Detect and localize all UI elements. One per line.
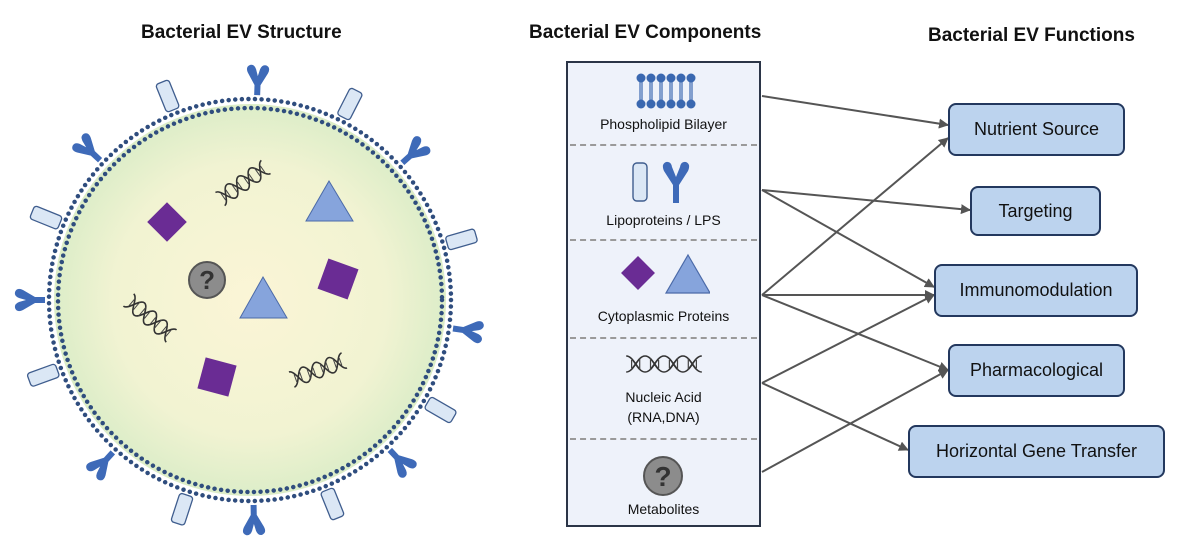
function-label: Pharmacological (969, 360, 1104, 380)
components-heading: Bacterial EV Components (529, 22, 762, 43)
function-box-targeting: Targeting (970, 186, 1101, 236)
function-box-immunomodulation: Immunomodulation (934, 264, 1138, 317)
phospholipid-bilayer-icon (636, 73, 696, 109)
question-mark-icon: ? (643, 456, 683, 496)
function-box-nutrient-source: Nutrient Source (948, 103, 1125, 156)
component-label-metabolites: Metabolites (627, 501, 700, 517)
function-label: Horizontal Gene Transfer (935, 441, 1138, 461)
component-label-phospholipid-bilayer: Phospholipid Bilayer (600, 116, 727, 132)
protein-square-icon (317, 258, 359, 300)
inner-membrane-leaflet (55, 105, 445, 495)
lipoprotein-lps-icon (632, 161, 690, 203)
component-label-lipoproteins-lps: Lipoproteins / LPS (606, 212, 721, 228)
link-arrow (761, 294, 935, 384)
components-panel: Phospholipid Bilayer Lipoproteins / LPS … (566, 61, 761, 527)
function-label: Targeting (998, 200, 1073, 221)
function-box-horizontal-gene-transfer: Horizontal Gene Transfer (908, 425, 1165, 478)
ev-structure-illustration: ? (14, 64, 485, 536)
component-divider (570, 438, 757, 440)
functions-heading: Bacterial EV Functions (928, 25, 1135, 46)
component-label-nucleic-acid: Nucleic Acid (625, 389, 702, 405)
outer-membrane-leaflet (46, 96, 454, 504)
component-label-cytoplasmic-proteins: Cytoplasmic Proteins (597, 308, 730, 324)
protein-square-icon (197, 357, 237, 397)
protein-square-icon (147, 202, 187, 242)
component-label-nucleic-acid-types: (RNA,DNA) (627, 409, 700, 425)
protein-triangle-icon (239, 275, 288, 319)
link-arrow (761, 189, 935, 288)
link-arrow (761, 95, 949, 129)
link-arrow (761, 137, 949, 296)
link-arrow (761, 189, 971, 215)
function-label: Nutrient Source (973, 119, 1100, 139)
link-arrow (761, 369, 949, 473)
protein-triangle-icon (305, 180, 354, 222)
function-box-pharmacological: Pharmacological (948, 344, 1125, 397)
component-divider (570, 239, 757, 241)
component-divider (570, 337, 757, 339)
component-divider (570, 144, 757, 146)
function-label: Immunomodulation (959, 280, 1113, 300)
link-arrow (761, 382, 909, 451)
protein-shapes-icon (621, 253, 710, 294)
structure-heading: Bacterial EV Structure (141, 22, 342, 43)
dna-helix-icon (625, 355, 703, 373)
link-arrow (761, 294, 949, 372)
svg-text:?: ? (654, 461, 671, 492)
